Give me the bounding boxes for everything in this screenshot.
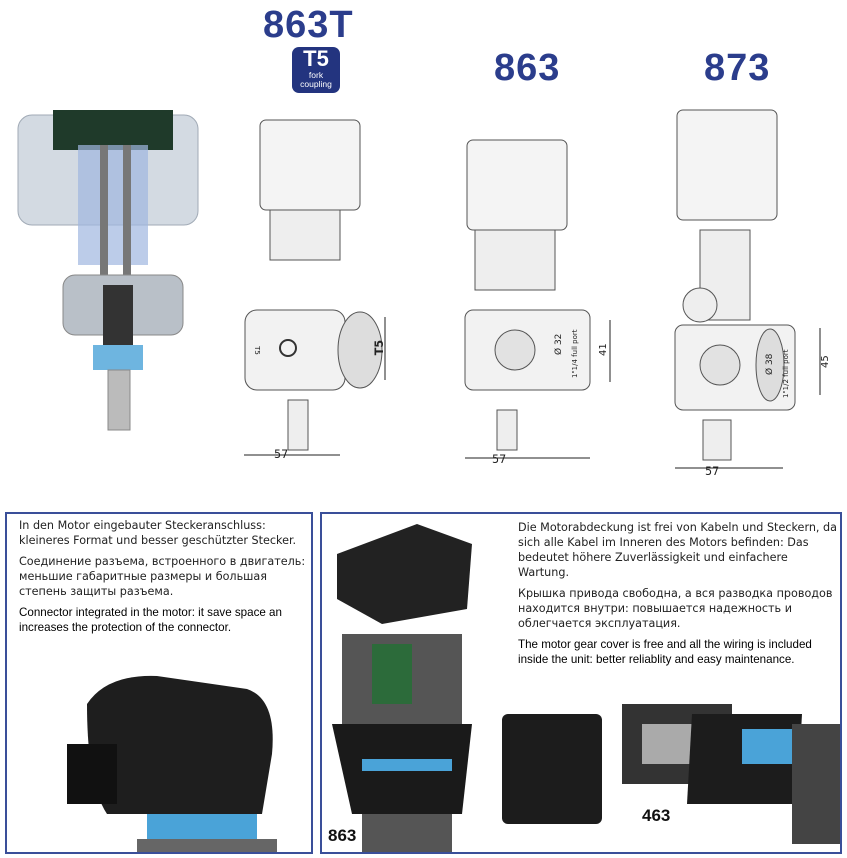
connector-info-panel: In den Motor eingebauter Steckeranschlus…: [5, 512, 313, 854]
cover-text-ru: Крышка привода свободна, а вся разводка …: [518, 587, 833, 630]
drawing-863: [464, 139, 611, 459]
dim-diameter-863: Ø 32: [554, 333, 564, 355]
dim-port-863t: T5: [373, 339, 387, 356]
cutaway-valve-illustration: [17, 110, 199, 431]
badge-line1: fork: [308, 70, 324, 80]
dim-height-873: 45: [820, 355, 831, 368]
body-label-t5: T5: [252, 346, 261, 355]
dim-diameter-873: Ø 38: [765, 353, 775, 375]
photo-label-463: 463: [642, 806, 671, 825]
drawing-863t: [244, 119, 386, 456]
t5-fork-coupling-badge: T5 fork coupling: [292, 47, 340, 93]
motor-cover-info-panel: Die Motorabdeckung ist frei von Kabeln u…: [320, 512, 842, 854]
cover-text-de: Die Motorabdeckung ist frei von Kabeln u…: [518, 521, 838, 579]
photo-label-863: 863: [328, 826, 357, 845]
badge-line2: coupling: [300, 79, 332, 89]
dim-width-873: 57: [705, 465, 720, 478]
model-title-873: 873: [704, 47, 771, 89]
model-title-863: 863: [494, 47, 561, 89]
dim-height-863: 41: [598, 343, 609, 356]
dim-port-863: 1"1/4 full port: [571, 329, 579, 378]
dim-width-863t: 57: [274, 448, 289, 461]
connector-text-en: Connector integrated in the motor: it sa…: [19, 606, 282, 634]
dim-width-863: 57: [492, 453, 507, 466]
dim-port-873: 1"1/2 full port: [782, 349, 790, 398]
cover-text-en: The motor gear cover is free and all the…: [518, 638, 812, 666]
connector-text-ru: Соединение разъема, встроенного в двигат…: [19, 555, 306, 598]
motor-connector-photo: [67, 675, 277, 852]
connector-text-de: In den Motor eingebauter Steckeranschlus…: [19, 519, 297, 547]
drawing-873: [674, 109, 821, 469]
badge-code: T5: [303, 46, 329, 71]
model-title-863t: 863T: [263, 4, 354, 46]
motor-disassembly-photos: [332, 524, 840, 852]
